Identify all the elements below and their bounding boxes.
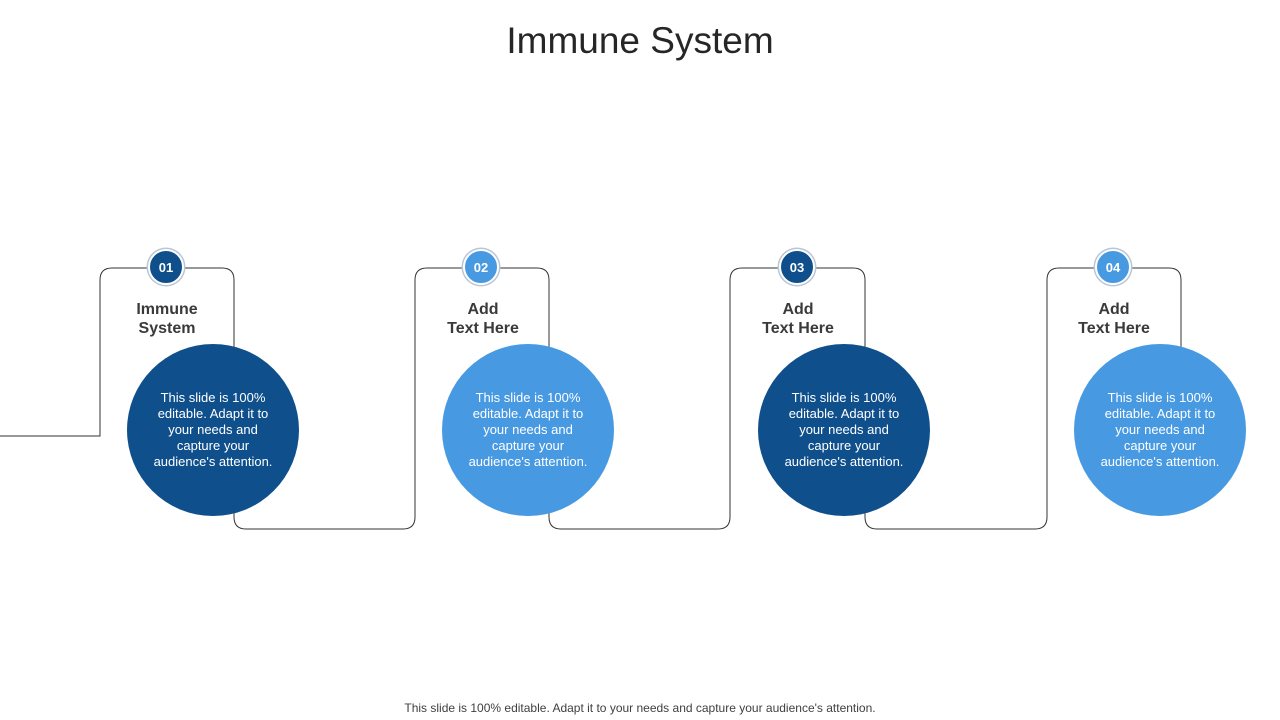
slide-title: Immune System xyxy=(506,20,774,61)
step-1-number-badge: 01 xyxy=(148,249,184,285)
step-4-heading: Add Text Here xyxy=(1044,300,1184,338)
step-4-number-badge: 04 xyxy=(1095,249,1131,285)
step-3-heading-line-2: Text Here xyxy=(762,320,834,337)
step-3-number-badge: 03 xyxy=(779,249,815,285)
step-2-heading: Add Text Here xyxy=(413,300,553,338)
step-3-heading: Add Text Here xyxy=(728,300,868,338)
step-4-description: This slide is 100% editable. Adapt it to… xyxy=(1100,390,1220,469)
step-1-heading-line-2: System xyxy=(138,320,196,337)
step-2-circle: This slide is 100% editable. Adapt it to… xyxy=(442,344,614,516)
step-3-description: This slide is 100% editable. Adapt it to… xyxy=(784,390,904,469)
step-4-circle: This slide is 100% editable. Adapt it to… xyxy=(1074,344,1246,516)
slide-footer-note: This slide is 100% editable. Adapt it to… xyxy=(404,701,876,715)
step-3-heading-line-1: Add xyxy=(782,301,814,318)
step-2-heading-line-2: Text Here xyxy=(447,320,519,337)
step-2-heading-line-1: Add xyxy=(467,301,499,318)
step-1-heading: Immune System xyxy=(97,300,237,338)
step-1-description: This slide is 100% editable. Adapt it to… xyxy=(153,390,273,469)
step-2-description: This slide is 100% editable. Adapt it to… xyxy=(468,390,588,469)
step-2-number-badge: 02 xyxy=(463,249,499,285)
step-4-heading-line-1: Add xyxy=(1098,301,1130,318)
step-3-circle: This slide is 100% editable. Adapt it to… xyxy=(758,344,930,516)
step-1-circle: This slide is 100% editable. Adapt it to… xyxy=(127,344,299,516)
step-1-heading-line-1: Immune xyxy=(136,301,198,318)
step-4-heading-line-2: Text Here xyxy=(1078,320,1150,337)
